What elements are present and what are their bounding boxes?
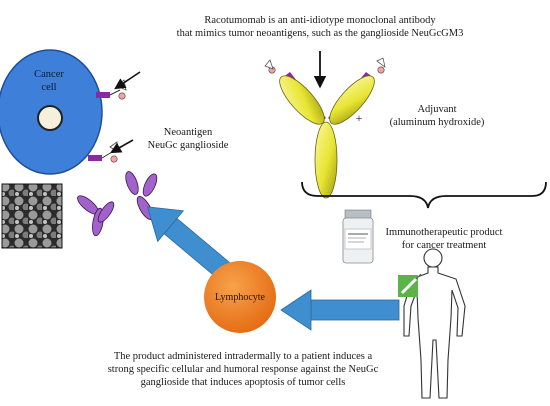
plus-sign: + bbox=[355, 111, 363, 125]
syringe-icon bbox=[398, 273, 422, 297]
neoantigen-label-line: Neoantigen bbox=[163, 127, 213, 138]
pointer-arrow bbox=[110, 139, 134, 154]
bottom-caption-line: The product administered intradermally t… bbox=[113, 351, 373, 362]
micrograph-icon bbox=[1, 183, 63, 249]
cancer-cell-label: Cancer cell bbox=[20, 68, 78, 94]
adjuvant-label-line: Adjuvant bbox=[417, 104, 457, 115]
ganglioside-icon bbox=[96, 79, 127, 100]
neoantigen-label-line: NeuGc ganglioside bbox=[147, 140, 229, 151]
flow-arrow-to-antibodies bbox=[146, 206, 235, 283]
product-label-line: Immunotherapeutic product bbox=[385, 227, 503, 238]
cancer-cell-label-line: Cancer bbox=[34, 69, 64, 80]
bottom-caption-line: strong specific cellular and humoral res… bbox=[107, 364, 379, 375]
bottom-caption-line: ganglioside that induces apoptosis of tu… bbox=[140, 377, 346, 388]
flow-arrow-to-lymphocyte bbox=[280, 289, 400, 331]
product-label: Immunotherapeutic product for cancer tre… bbox=[376, 226, 512, 252]
lymphocyte-label: Lymphocyte bbox=[215, 292, 265, 303]
adjuvant-label: Adjuvant (aluminum hydroxide) bbox=[372, 103, 502, 129]
cancer-cell-icon bbox=[0, 49, 103, 175]
top-caption-line: Racotumomab is an anti-idiotype monoclon… bbox=[204, 15, 436, 26]
top-caption: Racotumomab is an anti-idiotype monoclon… bbox=[150, 14, 490, 40]
product-label-line: for cancer treatment bbox=[401, 240, 487, 251]
antibody-icon bbox=[264, 57, 386, 199]
bottom-caption: The product administered intradermally t… bbox=[78, 350, 408, 389]
cancer-cell-label-line: cell bbox=[41, 82, 57, 93]
antibody-icon bbox=[77, 195, 115, 237]
lymphocyte-icon bbox=[204, 261, 276, 333]
pointer-arrow bbox=[114, 71, 141, 90]
antibody-icon bbox=[125, 171, 158, 220]
grouping-brace bbox=[301, 181, 547, 209]
neoantigen-label: Neoantigen NeuGc ganglioside bbox=[128, 126, 248, 152]
adjuvant-label-line: (aluminum hydroxide) bbox=[389, 117, 485, 128]
top-caption-line: that mimics tumor neoantigens, such as t… bbox=[176, 28, 464, 39]
vaccine-vial-icon bbox=[342, 209, 374, 264]
human-body-icon bbox=[403, 248, 466, 399]
